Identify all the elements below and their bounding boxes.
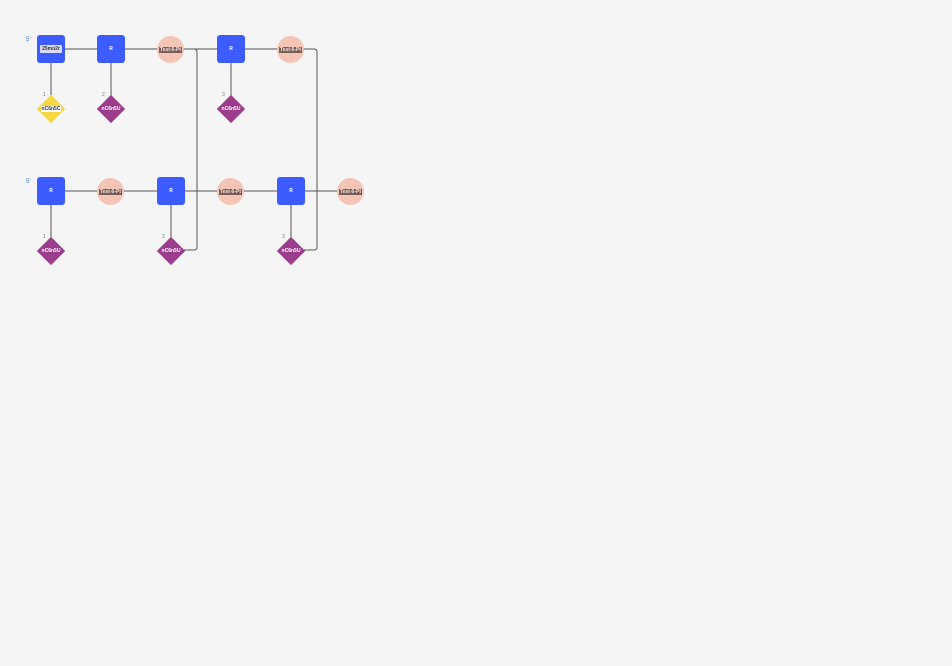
sugar-node[interactable]: R (97, 35, 125, 63)
sugar-node[interactable]: 25mo2r (37, 35, 65, 63)
phosphate-node[interactable]: Test-6-Pt (217, 178, 244, 205)
sugar-label: 25mo2r (40, 45, 62, 53)
sugar-node[interactable]: R (217, 35, 245, 63)
base-label: nC6n5U (221, 106, 241, 112)
base-position: 3 (222, 92, 225, 98)
pair-connector (171, 48, 198, 251)
five-prime-label: 5' (26, 37, 31, 43)
phosphate-node[interactable]: Test-6-Pt (97, 178, 124, 205)
sugar-node[interactable]: R (37, 177, 65, 205)
base-position: 3 (282, 234, 285, 240)
phosphate-label: Test-6-Pt (338, 188, 363, 195)
base-position: 2 (102, 92, 105, 98)
phosphate-label: Test-6-Pt (158, 46, 183, 53)
sugar-node[interactable]: R (277, 177, 305, 205)
phosphate-node[interactable]: Test-6-Pt (337, 178, 364, 205)
base-label: nC6n5C (40, 106, 62, 112)
phosphate-label: Test-6-Pt (98, 188, 123, 195)
base-position: 1 (43, 234, 46, 240)
phosphate-node[interactable]: Test-6-Pt (157, 36, 184, 63)
base-position: 2 (162, 234, 165, 240)
base-node[interactable]: nC6n5U (156, 236, 186, 266)
sugar-node[interactable]: R (157, 177, 185, 205)
base-label: nC6n5U (41, 248, 61, 254)
base-node[interactable]: nC6n5C (36, 94, 66, 124)
base-label: nC6n5U (101, 106, 121, 112)
five-prime-label: 5' (26, 179, 31, 185)
base-node[interactable]: nC6n5U (96, 94, 126, 124)
phosphate-label: Test-6-Pt (218, 188, 243, 195)
base-label: nC6n5U (281, 248, 301, 254)
phosphate-node[interactable]: Test-6-Pt (277, 36, 304, 63)
base-position: 1 (43, 92, 46, 98)
base-label: nC6n5U (161, 248, 181, 254)
base-node[interactable]: nC6n5U (36, 236, 66, 266)
base-node[interactable]: nC6n5U (216, 94, 246, 124)
base-node[interactable]: nC6n5U (276, 236, 306, 266)
phosphate-label: Test-6-Pt (278, 46, 303, 53)
pair-connector (291, 48, 318, 251)
